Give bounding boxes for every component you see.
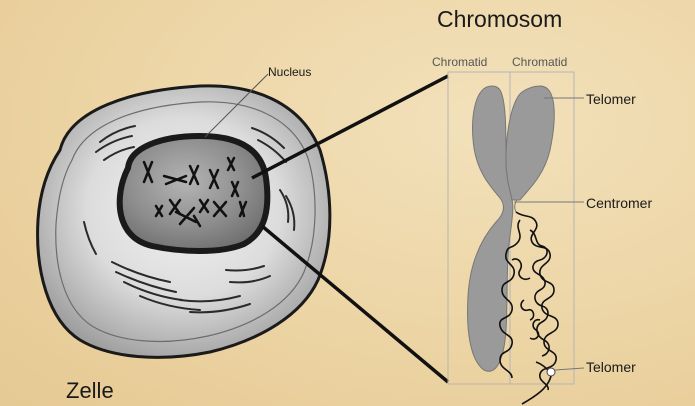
telomer-end-bottom bbox=[547, 368, 555, 376]
diagram-title: Chromosom bbox=[437, 8, 562, 31]
telomer-top-label: Telomer bbox=[586, 92, 636, 106]
chromatid-right-label: Chromatid bbox=[512, 56, 567, 68]
dna-strand-tail bbox=[522, 376, 551, 404]
nucleus-label: Nucleus bbox=[268, 66, 311, 78]
chromatid-left bbox=[468, 86, 513, 371]
chromatid-right-fill bbox=[506, 86, 554, 200]
cell-label: Zelle bbox=[66, 380, 114, 402]
nucleus bbox=[120, 136, 268, 251]
nucleus-envelope bbox=[120, 136, 268, 251]
chromatid-left-label: Chromatid bbox=[432, 56, 487, 68]
chromosome bbox=[468, 86, 558, 404]
telomer-bottom-label: Telomer bbox=[586, 360, 636, 374]
centromer-label: Centromer bbox=[586, 196, 652, 210]
